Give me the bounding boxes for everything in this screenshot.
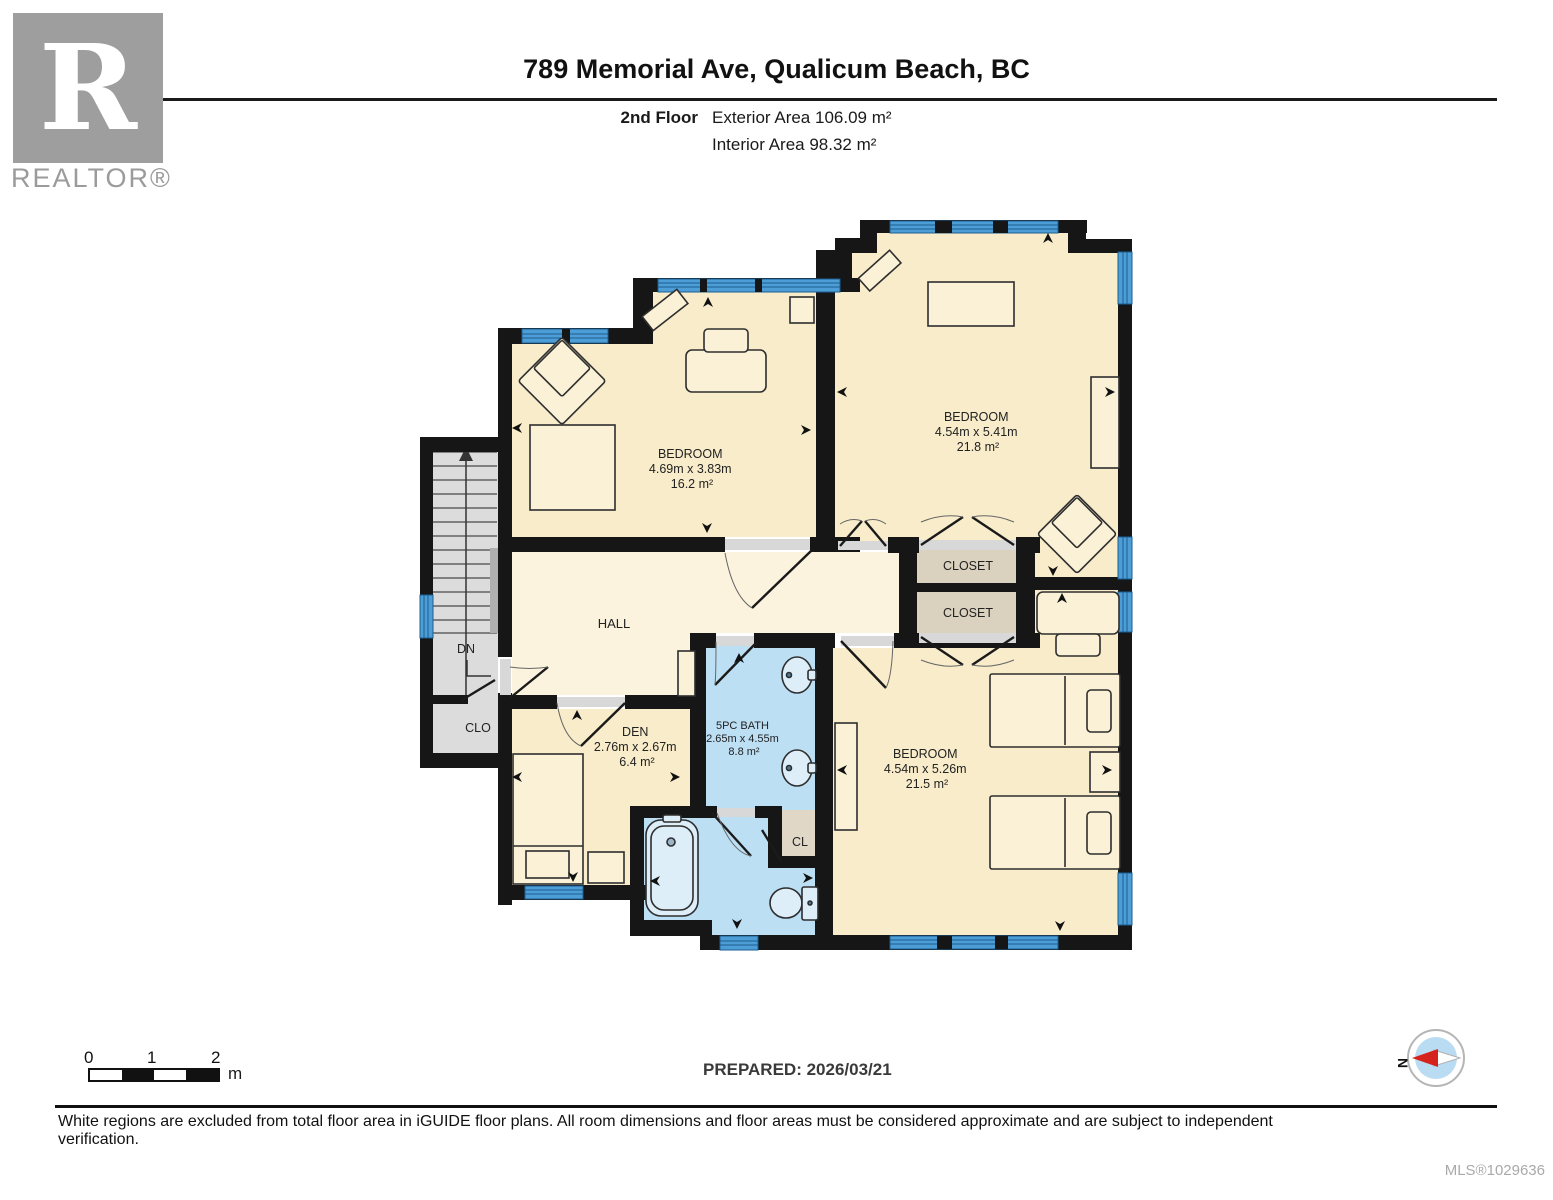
toilet bbox=[769, 886, 819, 921]
clo-label: CLO bbox=[465, 721, 491, 735]
compass: N bbox=[1395, 1029, 1465, 1087]
footer-divider bbox=[55, 1105, 1497, 1108]
scale-tick-1: 1 bbox=[147, 1048, 157, 1067]
interior-area: Interior Area 98.32 m² bbox=[712, 135, 877, 154]
floor-info: 2nd Floor Exterior Area 106.09 m² Interi… bbox=[558, 108, 892, 155]
dn-bracket bbox=[466, 660, 491, 677]
window bbox=[524, 885, 584, 900]
stairs-floor bbox=[432, 450, 498, 755]
title-divider bbox=[55, 98, 1497, 101]
realtor-logo-letter: R bbox=[38, 18, 138, 157]
pillow bbox=[1086, 689, 1112, 733]
cl-label: CL bbox=[792, 835, 808, 849]
desk-chair bbox=[703, 328, 749, 353]
armchair bbox=[1037, 494, 1117, 574]
bed bbox=[529, 424, 616, 511]
window bbox=[1117, 591, 1133, 633]
dn-label: DN bbox=[457, 642, 475, 656]
stairs-handrail bbox=[490, 548, 499, 633]
furniture bbox=[512, 249, 1121, 921]
mls-number: MLS®1029636 bbox=[1444, 1162, 1545, 1179]
wall-mirror bbox=[640, 288, 690, 332]
sink bbox=[781, 749, 817, 787]
dresser bbox=[1090, 376, 1120, 469]
scale-tick-2: 2 bbox=[211, 1048, 221, 1067]
doors bbox=[461, 515, 1015, 862]
desk bbox=[685, 349, 767, 393]
floor-label: 2nd Floor bbox=[620, 108, 698, 127]
window bbox=[1117, 251, 1133, 305]
window bbox=[1117, 872, 1133, 926]
desk bbox=[1036, 591, 1120, 635]
compass-needle-north bbox=[1412, 1049, 1438, 1067]
scale-unit: m bbox=[228, 1064, 243, 1083]
hall-floor bbox=[512, 552, 902, 695]
windows bbox=[419, 220, 1133, 951]
compass-n-label: N bbox=[1395, 1058, 1411, 1068]
sink bbox=[781, 656, 817, 694]
bedroom2-label: BEDROOM 4.54m x 5.41m 21.8 m² bbox=[935, 410, 1021, 454]
hall-label: HALL bbox=[598, 616, 631, 631]
closet1-label: CLOSET bbox=[943, 559, 993, 573]
wall-shelf bbox=[789, 296, 815, 324]
scale-bar: 0 1 2 m bbox=[84, 1048, 242, 1083]
bedroom1-label: BEDROOM 4.69m x 3.83m 16.2 m² bbox=[649, 447, 735, 491]
scale-tick-0: 0 bbox=[84, 1048, 94, 1067]
window bbox=[889, 220, 1059, 234]
nightstand bbox=[587, 851, 625, 884]
bedroom3-label: BEDROOM 4.54m x 5.26m 21.5 m² bbox=[884, 747, 970, 791]
hall-shelf bbox=[677, 650, 696, 697]
den-label: DEN 2.76m x 2.67m 6.4 m² bbox=[594, 725, 680, 769]
door-sills bbox=[500, 539, 1016, 817]
pano-arrows bbox=[512, 233, 1115, 931]
pillow bbox=[1086, 811, 1112, 855]
bathtub bbox=[645, 814, 699, 917]
armchair bbox=[518, 337, 606, 425]
wall-mirror bbox=[857, 249, 903, 293]
closet2-floor bbox=[905, 590, 1032, 640]
disclaimer-text: White regions are excluded from total fl… bbox=[58, 1113, 1273, 1148]
bath-label: 5PC BATH 2.65m x 4.55m 8.8 m² bbox=[706, 720, 782, 758]
page-title: 789 Memorial Ave, Qualicum Beach, BC bbox=[523, 54, 1030, 84]
prepared-date: PREPARED: 2026/03/21 bbox=[703, 1060, 892, 1079]
window bbox=[889, 935, 1059, 950]
dresser bbox=[927, 281, 1015, 327]
window bbox=[657, 278, 841, 293]
realtor-logo: R bbox=[13, 13, 163, 163]
window bbox=[419, 594, 434, 639]
dresser bbox=[834, 722, 858, 831]
desk-chair bbox=[1055, 633, 1101, 657]
room-labels: BEDROOM 4.69m x 3.83m 16.2 m² BEDROOM 4.… bbox=[457, 410, 1021, 849]
bedroom2-floor bbox=[835, 233, 1118, 577]
window bbox=[521, 328, 609, 344]
stairs-up-arrow bbox=[459, 447, 473, 461]
realtor-wordmark: REALTOR® bbox=[11, 163, 172, 193]
exterior-area: Exterior Area 106.09 m² bbox=[712, 108, 892, 127]
closet2-label: CLOSET bbox=[943, 606, 993, 620]
window bbox=[719, 935, 759, 951]
bed-foot-chest bbox=[525, 850, 570, 879]
scale-bar-segments bbox=[88, 1068, 220, 1082]
window bbox=[1117, 536, 1133, 580]
